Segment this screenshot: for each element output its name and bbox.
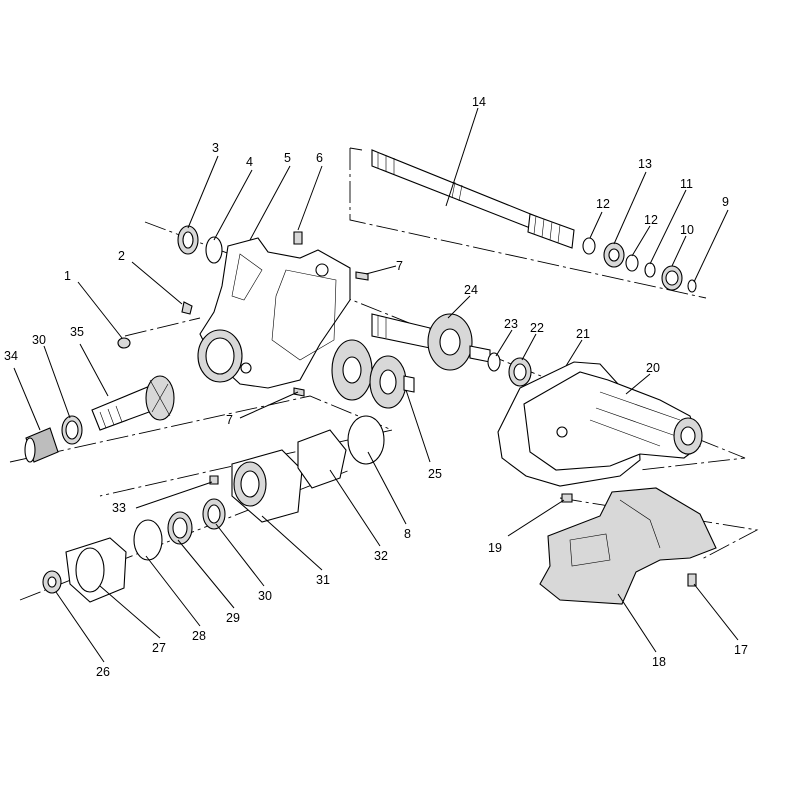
callout-7b: 7 — [226, 413, 233, 427]
callout-23: 23 — [504, 317, 518, 331]
callout-22: 22 — [530, 321, 544, 335]
callout-3: 3 — [212, 141, 219, 155]
callout-1: 1 — [64, 269, 71, 283]
callout-13: 13 — [638, 157, 652, 171]
flange-group-parts — [42, 498, 226, 603]
callout-8: 8 — [404, 527, 411, 541]
callout-12a: 12 — [596, 197, 610, 211]
retainer-parts — [209, 415, 385, 523]
gear-parts — [331, 313, 491, 409]
callout-17: 17 — [734, 643, 748, 657]
callout-18: 18 — [652, 655, 666, 669]
callout-2: 2 — [118, 249, 125, 263]
shaft-rings-parts — [582, 237, 697, 293]
callout-10: 10 — [680, 223, 694, 237]
callout-28: 28 — [192, 629, 206, 643]
rear-housing-part — [497, 361, 703, 487]
leader-lines — [13, 107, 739, 663]
callout-29: 29 — [226, 611, 240, 625]
callout-5: 5 — [284, 151, 291, 165]
output-shaft-part — [371, 149, 575, 249]
callout-19: 19 — [488, 541, 502, 555]
callout-labels: 1 2 3 4 5 6 7 7 8 9 10 11 12 12 13 14 17… — [4, 95, 748, 679]
callout-20: 20 — [646, 361, 660, 375]
callout-32: 32 — [374, 549, 388, 563]
callout-11: 11 — [680, 177, 693, 191]
callout-30a: 30 — [32, 333, 46, 347]
callout-34: 34 — [4, 349, 18, 363]
callout-30b: 30 — [258, 589, 272, 603]
callout-27: 27 — [152, 641, 166, 655]
callout-7a: 7 — [396, 259, 403, 273]
callout-6: 6 — [316, 151, 323, 165]
callout-33: 33 — [112, 501, 126, 515]
callout-26: 26 — [96, 665, 110, 679]
callout-12b: 12 — [644, 213, 658, 227]
callout-35: 35 — [70, 325, 84, 339]
small-fastener-parts — [117, 231, 369, 397]
input-shaft-part — [24, 375, 175, 463]
callout-14: 14 — [472, 95, 486, 109]
bracket-part — [539, 487, 717, 605]
callout-4: 4 — [246, 155, 253, 169]
seal-parts — [177, 225, 223, 264]
front-housing-part — [197, 237, 351, 389]
callout-25: 25 — [428, 467, 442, 481]
callout-24: 24 — [464, 283, 478, 297]
callout-21: 21 — [576, 327, 590, 341]
bearing-parts — [487, 352, 532, 387]
callout-9: 9 — [722, 195, 729, 209]
callout-31: 31 — [316, 573, 330, 587]
